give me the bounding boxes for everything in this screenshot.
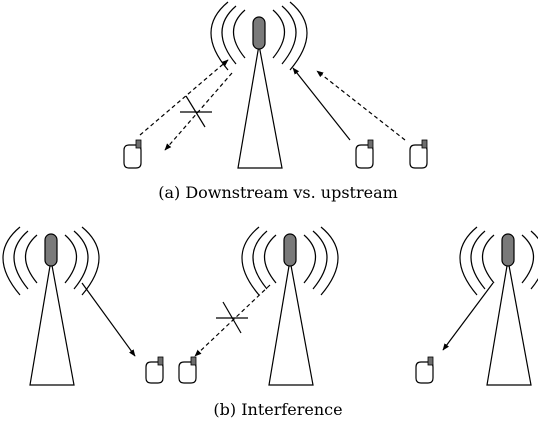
caption-a: (a) Downstream vs. upstream <box>158 183 398 202</box>
interference-blocked-arrow <box>194 284 271 357</box>
mobile-phone-icon <box>178 356 197 384</box>
cell-tower-icon <box>459 226 538 386</box>
caption-b: (b) Interference <box>213 400 342 419</box>
downstream-solid-arrow <box>442 282 494 351</box>
cell-tower-icon <box>2 226 100 386</box>
blocked-cross-icon <box>216 301 248 334</box>
cell-tower-icon <box>241 226 339 386</box>
cell-tower-icon <box>210 1 308 169</box>
mobile-phone-icon <box>123 139 142 169</box>
mobile-phone-icon <box>145 356 164 384</box>
panel-a: (a) Downstream vs. upstream <box>123 1 428 202</box>
upstream-dashed-arrow <box>316 70 406 141</box>
blocked-cross-icon <box>180 95 212 128</box>
upstream-dashed-arrow <box>139 59 229 136</box>
mobile-phone-icon <box>409 139 428 169</box>
upstream-solid-arrow <box>292 67 351 141</box>
mobile-phone-icon <box>415 356 434 384</box>
mobile-phone-icon <box>355 139 374 169</box>
downstream-solid-arrow <box>81 282 136 357</box>
panel-b: (b) Interference <box>2 226 538 419</box>
